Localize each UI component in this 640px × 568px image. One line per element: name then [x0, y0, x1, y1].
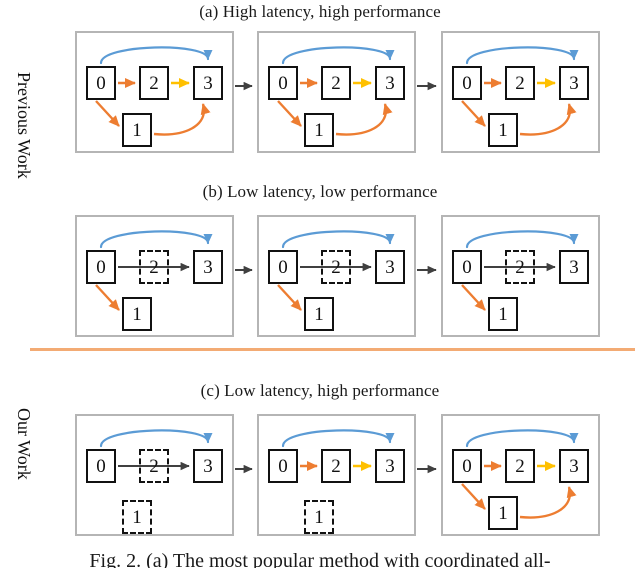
edge-0-to-3-blue [465, 46, 579, 65]
edge-0-to-1-orange [95, 284, 120, 311]
edge-0-to-3-blue [99, 230, 213, 249]
edge-0-to-1-orange [277, 100, 302, 127]
panel-connector-arrow [417, 462, 440, 474]
edge-0-to-3-blue [281, 230, 395, 249]
node-0: 0 [268, 449, 298, 483]
edge-layer [461, 230, 579, 311]
node-1: 1 [488, 113, 518, 147]
node-0: 0 [86, 66, 116, 100]
edge-0-to-3-blue [281, 46, 395, 65]
edge-layer [99, 429, 213, 471]
row-title-b: (b) Low latency, low performance [202, 182, 438, 201]
node-1: 1 [304, 500, 334, 534]
node-1: 1 [122, 500, 152, 534]
panel-connector-arrow [417, 263, 440, 275]
edge-0-to-3-blue [99, 46, 213, 65]
node-3: 3 [375, 66, 405, 100]
edge-0-to-3-blue [281, 429, 395, 448]
node-3: 3 [193, 250, 223, 284]
node-2: 2 [505, 66, 535, 100]
node-0: 0 [452, 66, 482, 100]
node-2: 2 [139, 449, 169, 483]
edge-layer [281, 429, 395, 472]
connector-icon [417, 265, 437, 275]
node-1: 1 [122, 297, 152, 331]
node-0: 0 [86, 449, 116, 483]
edge-0-to-3-blue [465, 230, 579, 249]
node-1: 1 [488, 297, 518, 331]
node-2: 2 [505, 449, 535, 483]
node-1: 1 [122, 113, 152, 147]
node-2: 2 [139, 66, 169, 100]
edge-0-to-1-orange [461, 284, 486, 311]
connector-icon [417, 464, 437, 474]
edge-layer [461, 429, 579, 519]
panel-connector-arrow [235, 462, 256, 474]
row-title-c: (c) Low latency, high performance [200, 381, 440, 400]
node-1: 1 [304, 113, 334, 147]
edge-0-to-1-orange [277, 284, 302, 311]
section-divider [30, 348, 635, 351]
node-3: 3 [193, 66, 223, 100]
panel-connector-arrow [417, 79, 440, 91]
node-2: 2 [321, 250, 351, 284]
panel-connector-arrow [235, 79, 256, 91]
node-2: 2 [321, 66, 351, 100]
row-title-a: (a) High latency, high performance [199, 2, 441, 21]
node-0: 0 [268, 66, 298, 100]
edge-0-to-1-orange [461, 100, 486, 127]
node-3: 3 [193, 449, 223, 483]
edge-layer [95, 46, 213, 136]
edge-layer [461, 46, 579, 136]
edge-1-to-3-orange [153, 103, 211, 136]
figure-caption: Fig. 2. (a) The most popular method with… [89, 550, 551, 568]
node-1: 1 [488, 496, 518, 530]
edge-layer [277, 46, 395, 136]
node-3: 3 [559, 66, 589, 100]
edge-1-to-3-orange [335, 103, 393, 136]
node-2: 2 [139, 250, 169, 284]
connector-icon [235, 265, 253, 275]
edge-layer [95, 230, 213, 311]
side-label-our-work: Our Work [14, 408, 34, 480]
node-2: 2 [505, 250, 535, 284]
node-2: 2 [321, 449, 351, 483]
edge-0-to-3-blue [99, 429, 213, 448]
connector-icon [235, 464, 253, 474]
node-0: 0 [452, 449, 482, 483]
side-label-previous-work: Previous Work [14, 72, 34, 179]
connector-icon [235, 81, 253, 91]
node-0: 0 [452, 250, 482, 284]
node-0: 0 [86, 250, 116, 284]
node-3: 3 [559, 449, 589, 483]
edge-1-to-3-orange [519, 486, 577, 519]
edge-0-to-3-blue [465, 429, 579, 448]
edge-1-to-3-orange [519, 103, 577, 136]
node-3: 3 [559, 250, 589, 284]
node-0: 0 [268, 250, 298, 284]
connector-icon [417, 81, 437, 91]
node-3: 3 [375, 250, 405, 284]
edge-layer [277, 230, 395, 311]
panel-connector-arrow [235, 263, 256, 275]
edge-0-to-1-orange [461, 483, 486, 510]
node-3: 3 [375, 449, 405, 483]
edge-0-to-1-orange [95, 100, 120, 127]
node-1: 1 [304, 297, 334, 331]
